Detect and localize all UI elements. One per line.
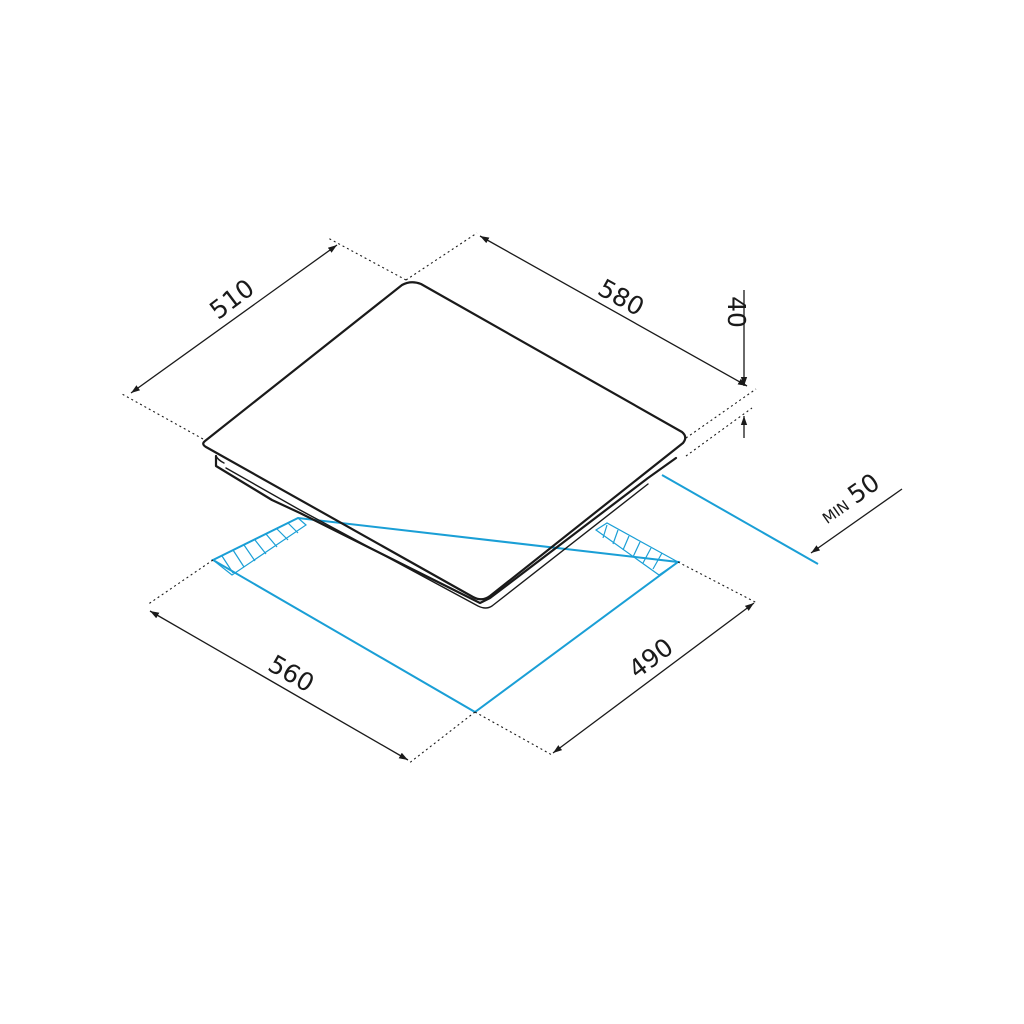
dim-label-50: 50: [842, 468, 885, 510]
dim-label-40: 40: [722, 296, 751, 328]
hob-body: [202, 281, 687, 609]
dim-line-510: [130, 244, 338, 394]
extension-lines: [121, 232, 758, 765]
dim-label-560: 560: [263, 649, 319, 698]
hob-glass-top: [202, 281, 687, 601]
dim-line-min50: [810, 488, 903, 554]
cutout-hatch-left: [211, 517, 307, 576]
dim-line-490: [552, 602, 755, 754]
cutout-hatch-right: [594, 522, 680, 576]
dim-line-560: [149, 610, 409, 761]
dim-label-490: 490: [623, 632, 679, 684]
dim-label-510: 510: [204, 273, 260, 325]
dim-line-580: [479, 235, 748, 387]
dim-label-min: MIN: [819, 497, 853, 528]
dim-label-min50: MIN 50: [819, 468, 885, 528]
clearance-line: [661, 474, 819, 565]
